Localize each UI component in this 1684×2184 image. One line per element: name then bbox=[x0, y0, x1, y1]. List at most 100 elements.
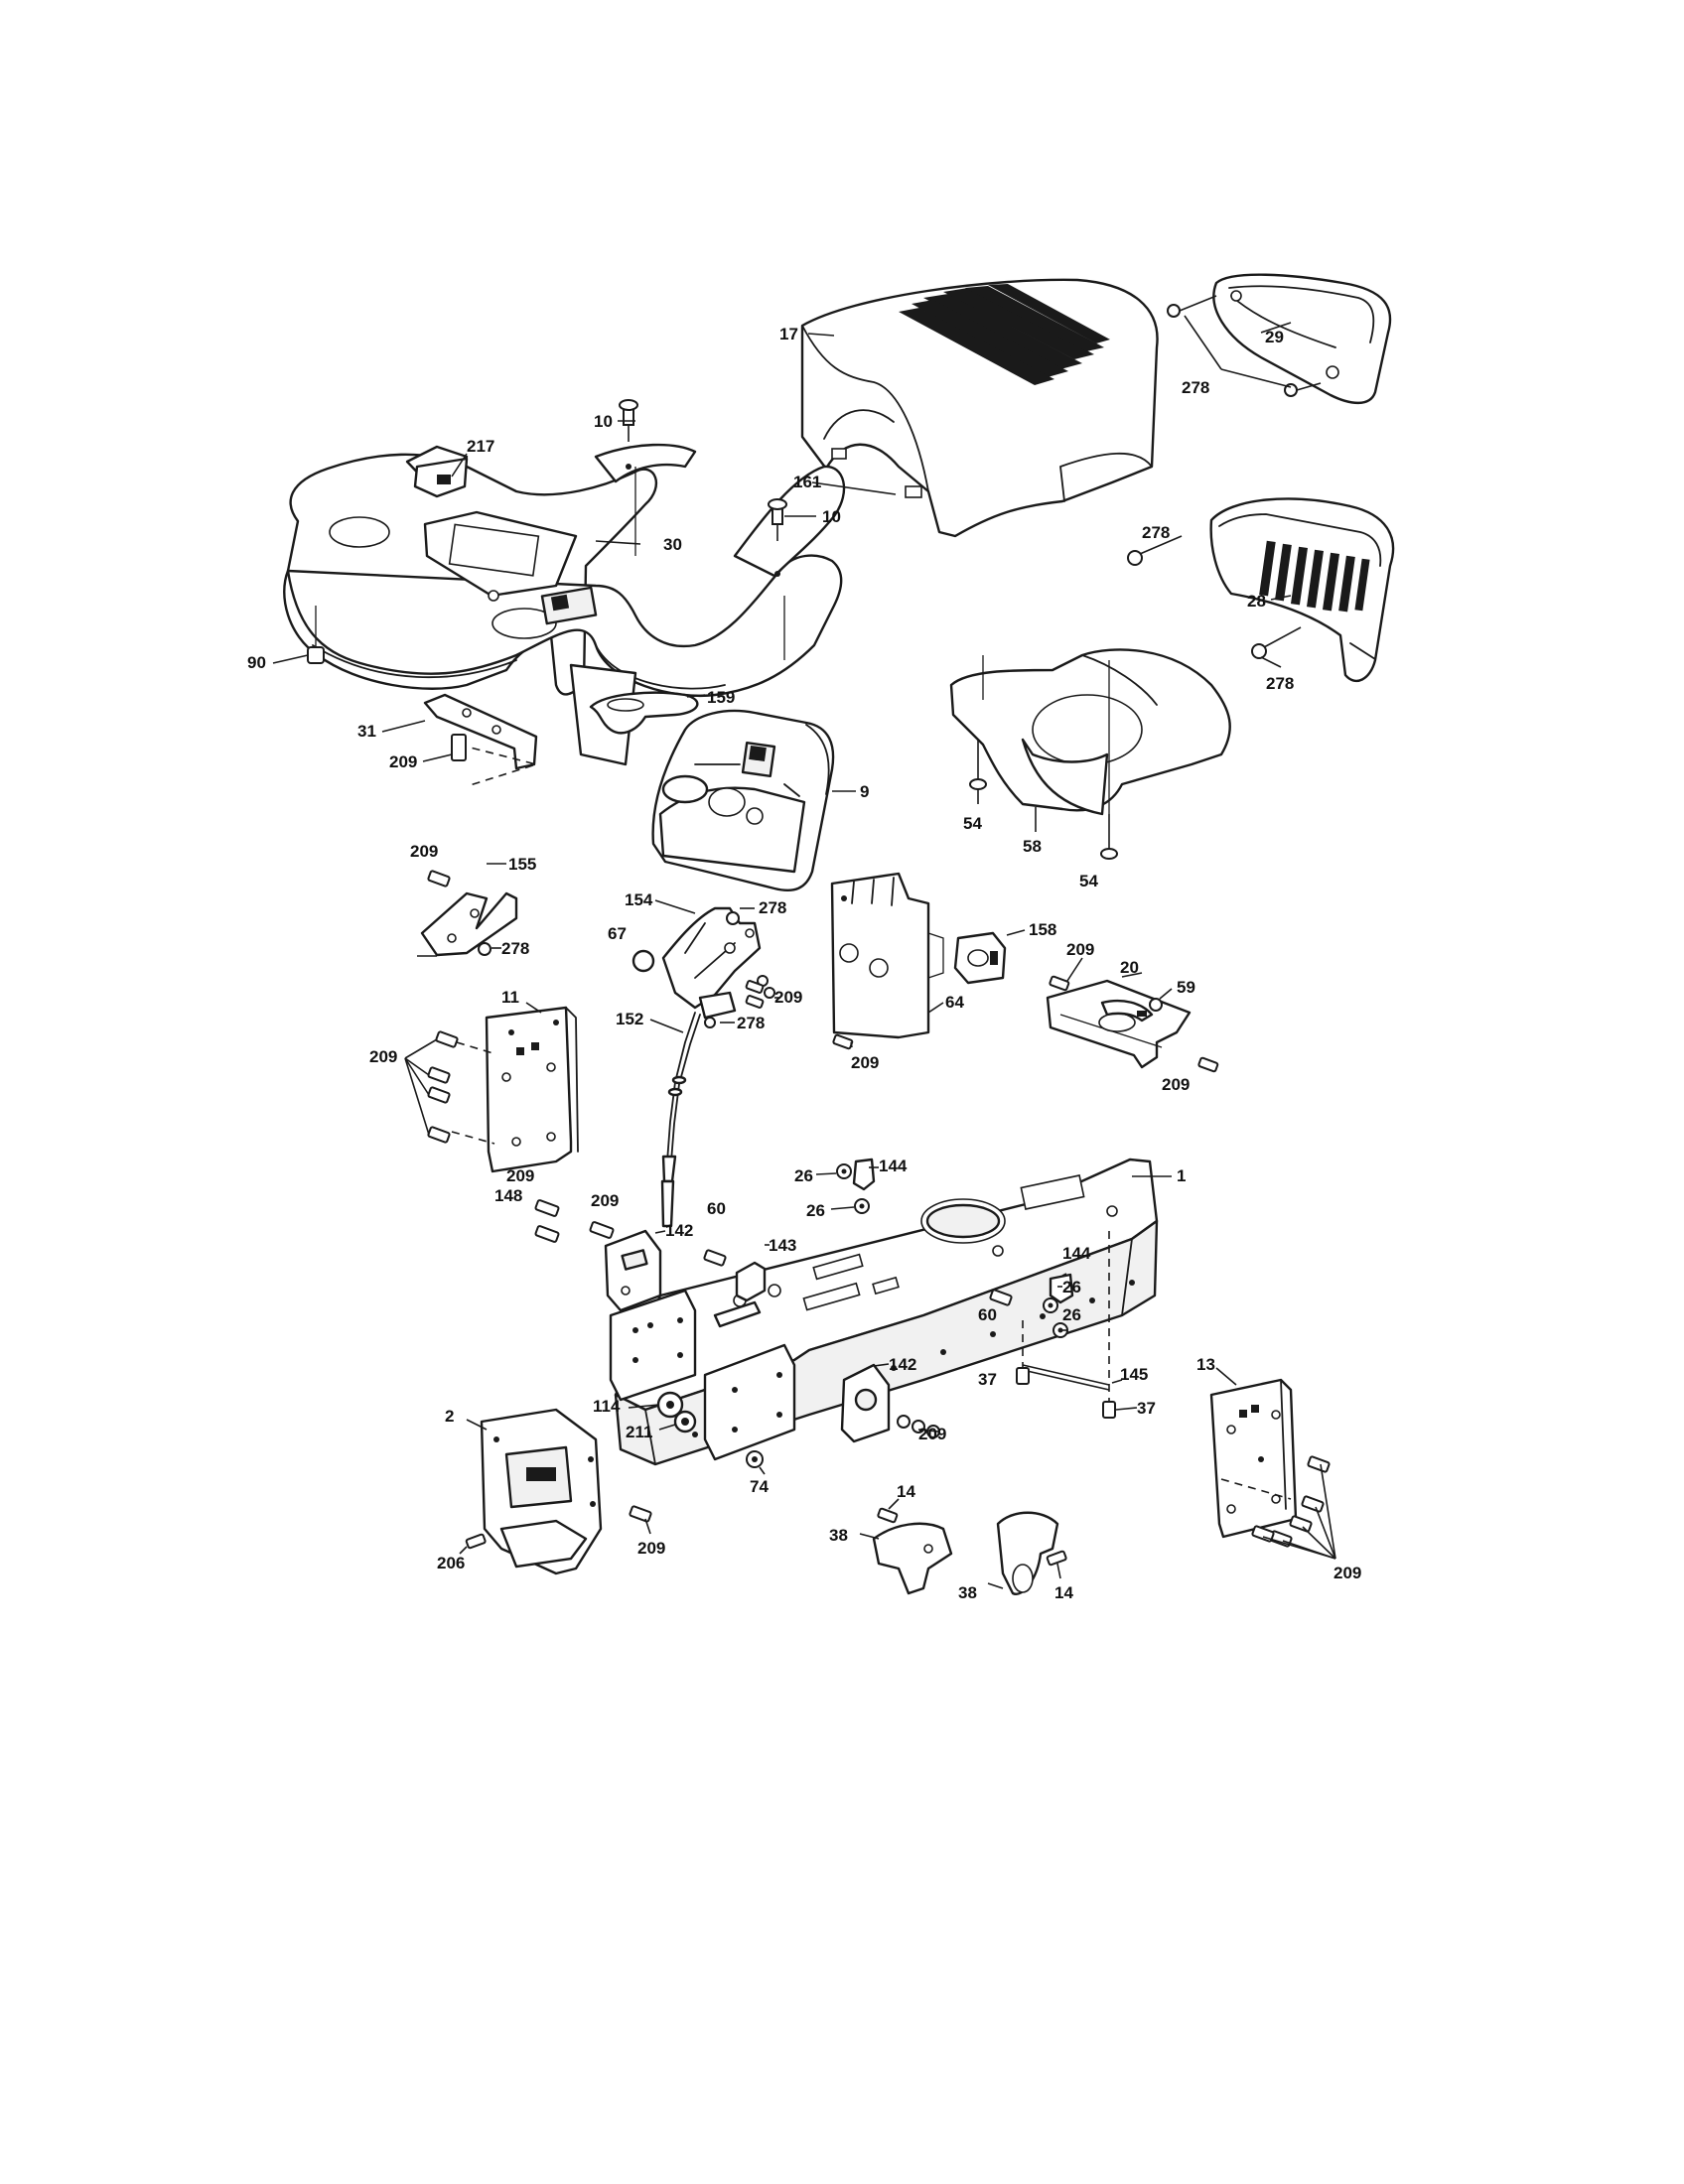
callout-278-grille-top: 278 bbox=[1142, 523, 1170, 542]
callout-206: 206 bbox=[437, 1554, 465, 1572]
bracket-143 bbox=[713, 1261, 767, 1328]
bolt-209-bracket64 bbox=[832, 1033, 854, 1050]
spacer-211 bbox=[673, 1410, 697, 1433]
callout-38-right: 38 bbox=[958, 1583, 977, 1602]
callout-155: 155 bbox=[508, 855, 536, 874]
side-plate-center bbox=[703, 1343, 796, 1461]
callout-10-left: 10 bbox=[594, 412, 613, 431]
callout-26-a: 26 bbox=[794, 1166, 813, 1185]
lever-154 bbox=[661, 906, 775, 1028]
plate-13 bbox=[1209, 1378, 1298, 1539]
nut-26-c bbox=[1043, 1297, 1058, 1313]
callout-58: 58 bbox=[1023, 837, 1042, 856]
callout-26-d: 26 bbox=[1062, 1305, 1081, 1324]
plate-11 bbox=[485, 1006, 579, 1173]
callout-145: 145 bbox=[1120, 1365, 1148, 1384]
grille-vents bbox=[1259, 540, 1370, 613]
bolt-37-b bbox=[1102, 1401, 1116, 1419]
callout-10-right: 10 bbox=[822, 507, 841, 526]
callout-148: 148 bbox=[494, 1186, 522, 1205]
callout-54-right: 54 bbox=[1079, 872, 1098, 890]
callout-209-11: 209 bbox=[369, 1047, 397, 1066]
callout-64: 64 bbox=[945, 993, 964, 1012]
callout-74: 74 bbox=[750, 1477, 769, 1496]
callout-209-142: 209 bbox=[918, 1425, 946, 1443]
callout-144-top: 144 bbox=[879, 1157, 908, 1175]
callout-37-a: 37 bbox=[978, 1370, 997, 1389]
bracket-31 bbox=[423, 693, 539, 787]
callout-17: 17 bbox=[779, 325, 798, 343]
hood-bumper-pad bbox=[831, 448, 847, 460]
callout-14-right: 14 bbox=[1054, 1583, 1073, 1602]
bumper-90 bbox=[307, 606, 325, 664]
bracket-64 bbox=[830, 872, 944, 1039]
callout-209-frame-b: 209 bbox=[591, 1191, 619, 1210]
callout-26-b: 26 bbox=[806, 1201, 825, 1220]
callout-209-154: 209 bbox=[774, 988, 802, 1007]
callout-2: 2 bbox=[445, 1407, 454, 1426]
callout-278-154: 278 bbox=[759, 898, 786, 917]
callout-13: 13 bbox=[1196, 1355, 1215, 1374]
callout-209-frame-a: 209 bbox=[506, 1166, 534, 1185]
callout-209-155a: 209 bbox=[410, 842, 438, 861]
knob-67 bbox=[632, 949, 655, 973]
screw-278-grille-bottom bbox=[1251, 626, 1302, 659]
cable-152 bbox=[660, 1012, 701, 1228]
nut-74 bbox=[746, 1450, 764, 1468]
callout-161: 161 bbox=[793, 473, 821, 491]
bolt-209-left1 bbox=[534, 1199, 560, 1217]
callout-11: 11 bbox=[501, 988, 519, 1007]
fender bbox=[283, 443, 846, 766]
plate-20 bbox=[1046, 979, 1192, 1069]
screw-278-panel-top bbox=[1167, 295, 1217, 318]
callout-28: 28 bbox=[1247, 592, 1266, 611]
callout-217: 217 bbox=[467, 437, 494, 456]
callout-14-left: 14 bbox=[897, 1482, 915, 1501]
dash-panel bbox=[651, 709, 835, 892]
callout-114: 114 bbox=[593, 1397, 621, 1416]
callouts: 17 29 278 10 217 10 161 30 90 278 28 278… bbox=[247, 315, 1361, 1602]
bolt-60-left bbox=[703, 1249, 727, 1267]
bracket-38-right bbox=[996, 1511, 1059, 1595]
rear-panel bbox=[1212, 273, 1392, 405]
bolt-148 bbox=[534, 1225, 560, 1243]
bolt-37-a bbox=[1016, 1367, 1030, 1385]
callout-67: 67 bbox=[608, 924, 627, 943]
hood-bumper-pad bbox=[905, 485, 922, 498]
bolt-14-left bbox=[877, 1507, 899, 1524]
callout-159: 159 bbox=[707, 688, 735, 707]
callout-211: 211 bbox=[626, 1423, 652, 1441]
bracket-142-right bbox=[840, 1363, 940, 1443]
cup-holder-159 bbox=[589, 691, 699, 735]
hood-vents bbox=[899, 284, 1110, 385]
callout-29: 29 bbox=[1265, 328, 1284, 346]
bolt-206 bbox=[465, 1533, 487, 1550]
callout-9: 9 bbox=[860, 782, 869, 801]
callout-209-13: 209 bbox=[1333, 1564, 1361, 1582]
lever-knob-217 bbox=[405, 445, 469, 498]
callout-30: 30 bbox=[663, 535, 682, 554]
callout-158: 158 bbox=[1029, 920, 1056, 939]
callout-20: 20 bbox=[1120, 958, 1139, 977]
callout-209-64: 209 bbox=[851, 1053, 879, 1072]
bolts-209-lever bbox=[745, 980, 765, 1009]
callout-54-left: 54 bbox=[963, 814, 982, 833]
screw-278-grille-top bbox=[1127, 535, 1183, 566]
callout-59: 59 bbox=[1177, 978, 1195, 997]
callout-90: 90 bbox=[247, 653, 266, 672]
bolts-209-plate20 bbox=[1049, 975, 1219, 1073]
callout-31: 31 bbox=[357, 722, 376, 741]
screw-54-left bbox=[969, 740, 987, 790]
bracket-142-left bbox=[604, 1229, 662, 1312]
callout-142-right: 142 bbox=[889, 1355, 916, 1374]
callout-209-20: 209 bbox=[1066, 940, 1094, 959]
side-plate-left bbox=[609, 1289, 697, 1402]
seat-pan bbox=[949, 648, 1231, 816]
callout-278-panel: 278 bbox=[1182, 378, 1209, 397]
bolt-209-bumper bbox=[629, 1505, 652, 1523]
clip-144-top bbox=[852, 1158, 876, 1191]
nut-26-a bbox=[836, 1163, 852, 1179]
callout-142-left: 142 bbox=[665, 1221, 693, 1240]
callout-152: 152 bbox=[616, 1010, 643, 1028]
